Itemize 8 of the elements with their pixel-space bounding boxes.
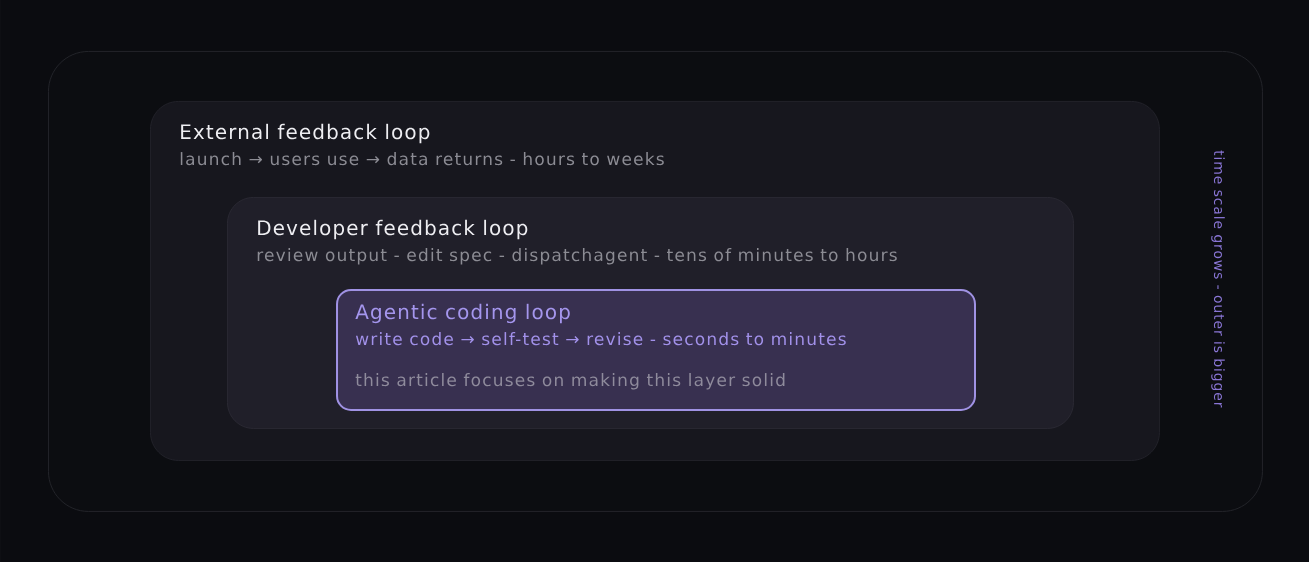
loop-timeline: write code → self-test → revise - seconds to minutes bbox=[355, 332, 846, 346]
loop-title: Developer feedback loop bbox=[258, 219, 528, 240]
loop-timeline: launch → users use → data returns - hours to weeks bbox=[180, 152, 664, 166]
side-note: time scale grows - outer is bigger bbox=[1211, 150, 1225, 408]
loop-timeline: review output - edit spec - dispatchagent - tens of minutes to hours bbox=[257, 248, 897, 265]
loop-title: External feedback loop bbox=[181, 123, 430, 144]
note-text: this article focuses on making this layer solid bbox=[355, 373, 785, 390]
loop-title: Agentic coding loop bbox=[355, 303, 570, 324]
